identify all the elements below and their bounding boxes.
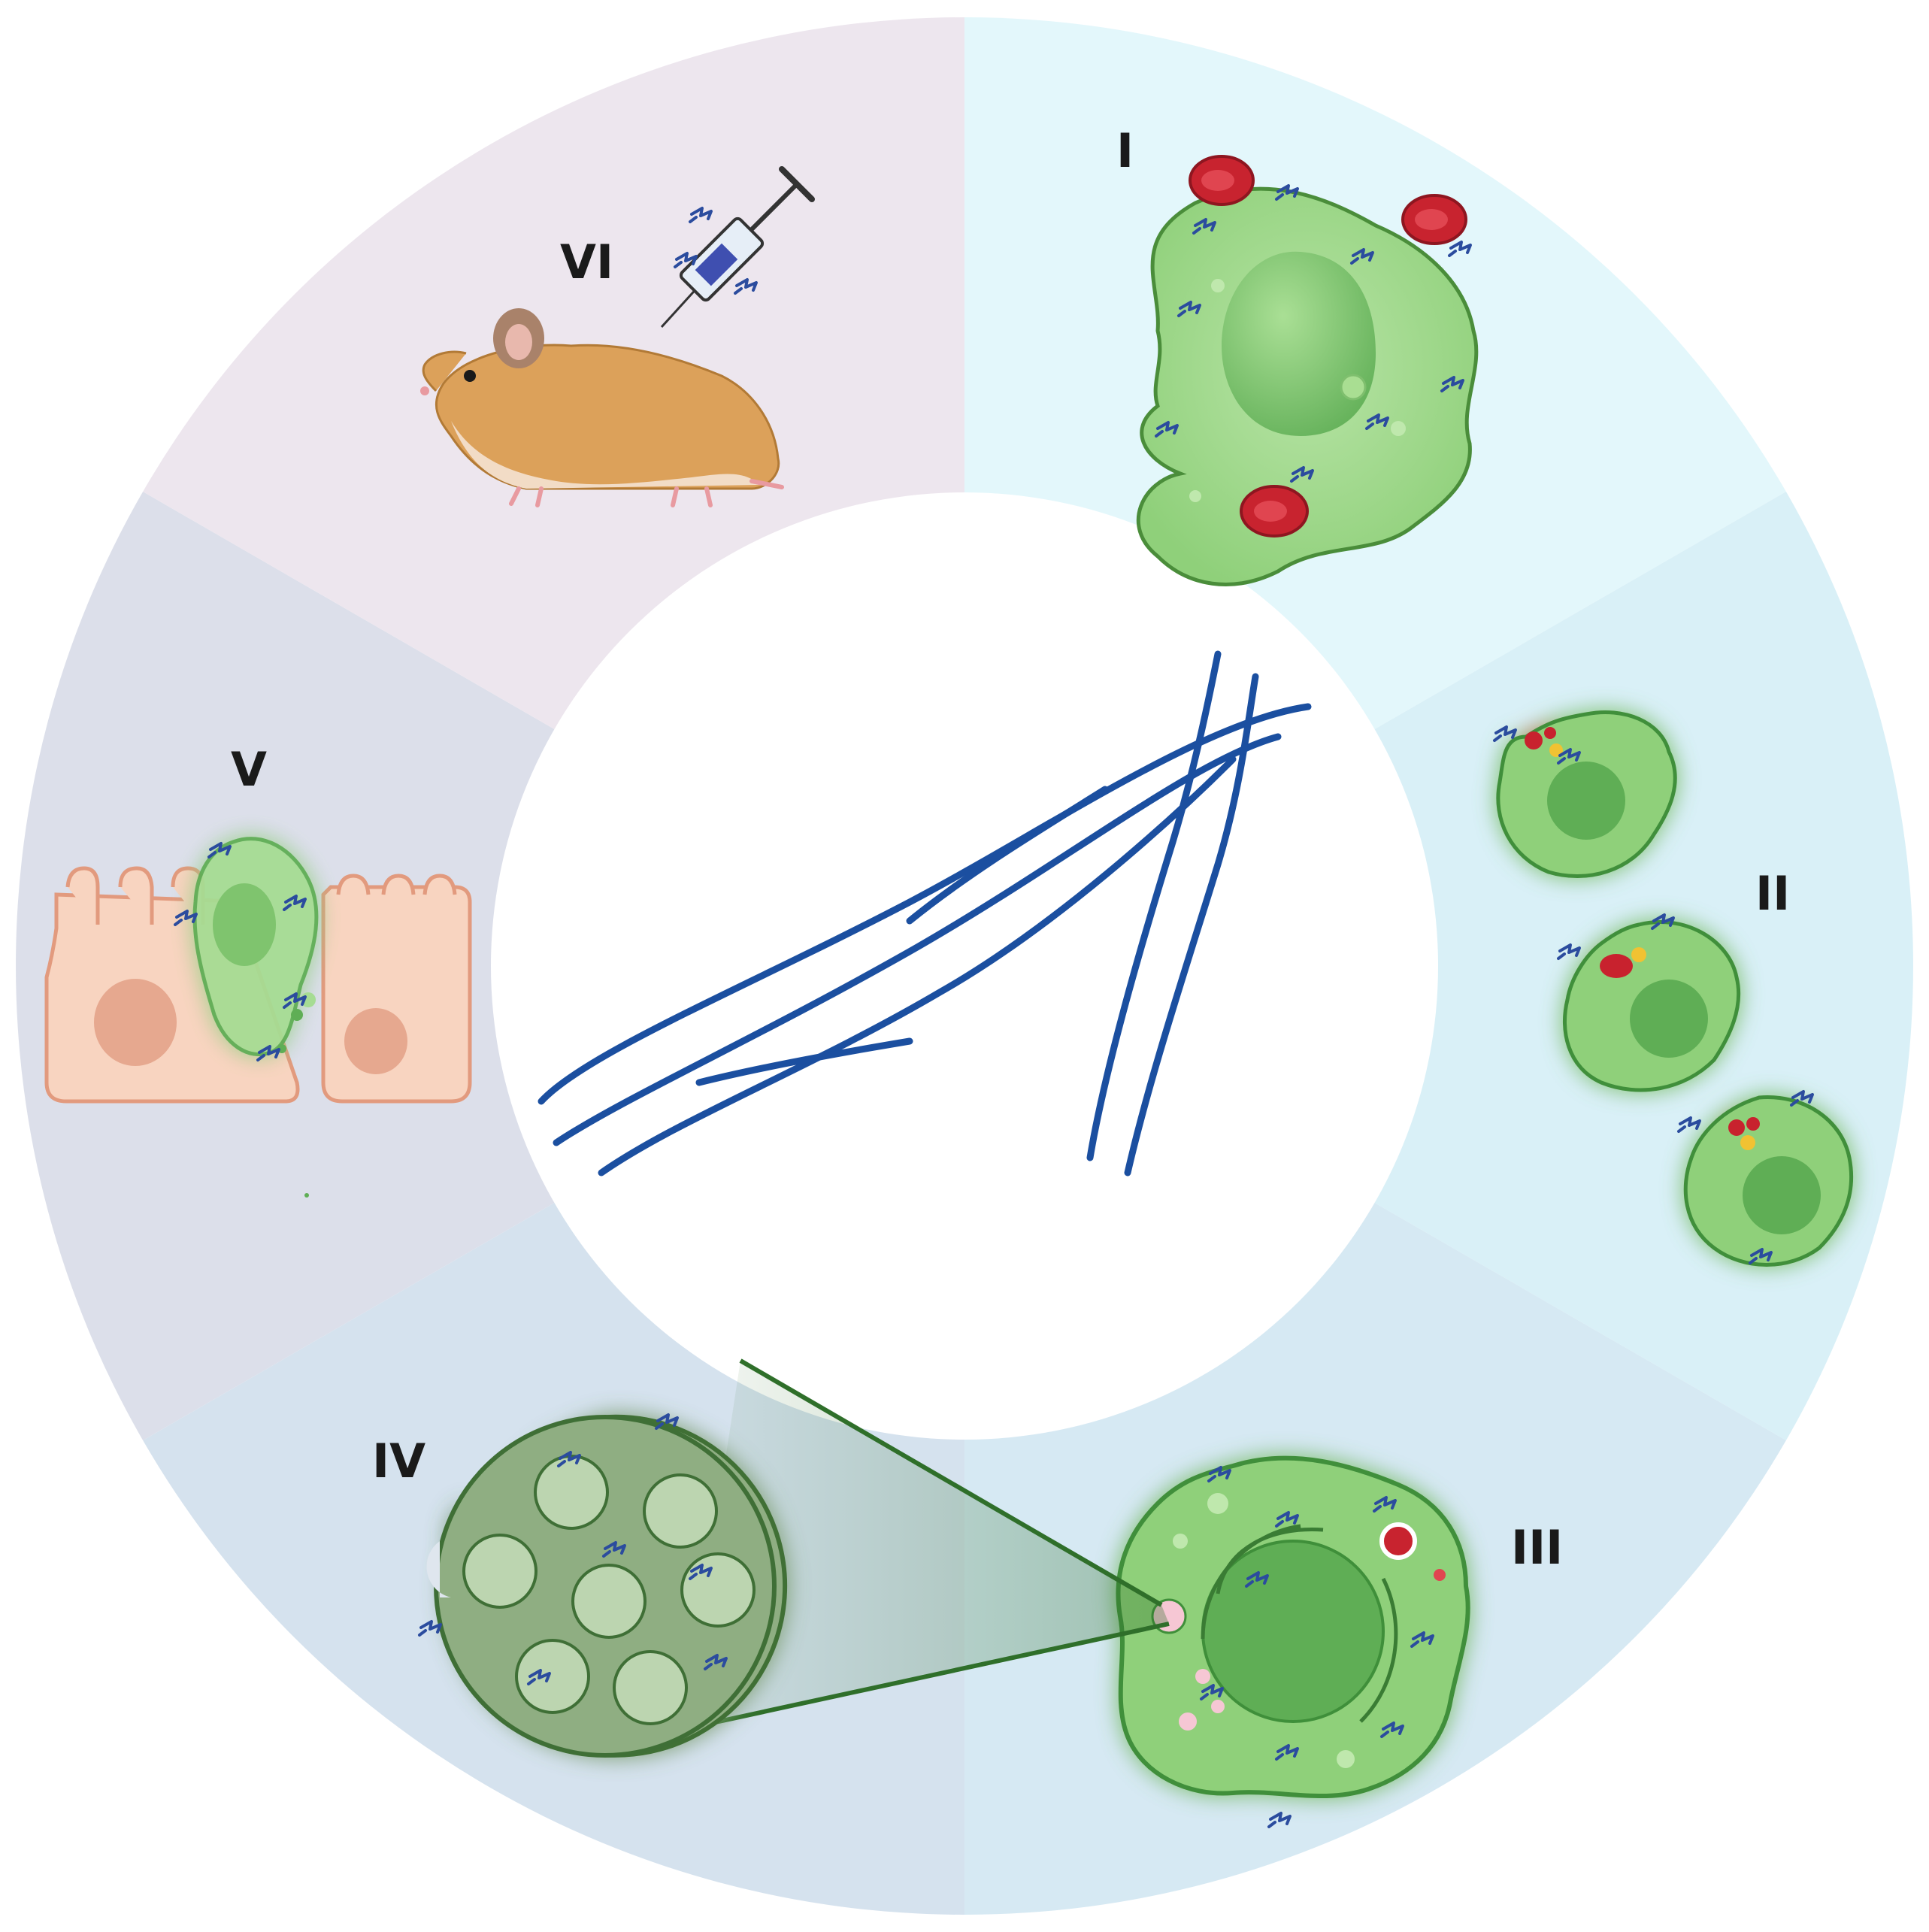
center-disk [491,492,1438,1440]
zoom-beam [684,1361,1169,1729]
protein-structure-icon [538,650,1312,1176]
monocyte-with-erythrocytes-icon [1136,155,1479,586]
label-iii: III [1511,1520,1563,1575]
ring-sector-v [16,492,964,1440]
epithelial-invasion-icon [44,837,472,1198]
vesicle-zoom-icon [418,1413,788,1758]
phagocytosing-amoebae-icon [1496,710,1854,1267]
hamster-injection-icon [420,166,815,507]
label-i: I [1116,123,1134,178]
label-v: V [231,742,267,797]
amoeba-small-1 [1496,710,1677,878]
ring-sector-ii [964,492,1913,1440]
label-iv: IV [372,1434,425,1488]
label-ii: II [1755,866,1790,921]
label-vi: VI [560,235,613,289]
amoeba-small-3 [1683,1095,1854,1267]
amoeba-small-2 [1562,920,1741,1092]
zoom-line-bottom [683,1622,1170,1731]
syringe-icon [660,166,815,329]
zoom-line-top [739,1358,1163,1607]
amoeba-trophozoite-icon [1116,1455,1470,1828]
